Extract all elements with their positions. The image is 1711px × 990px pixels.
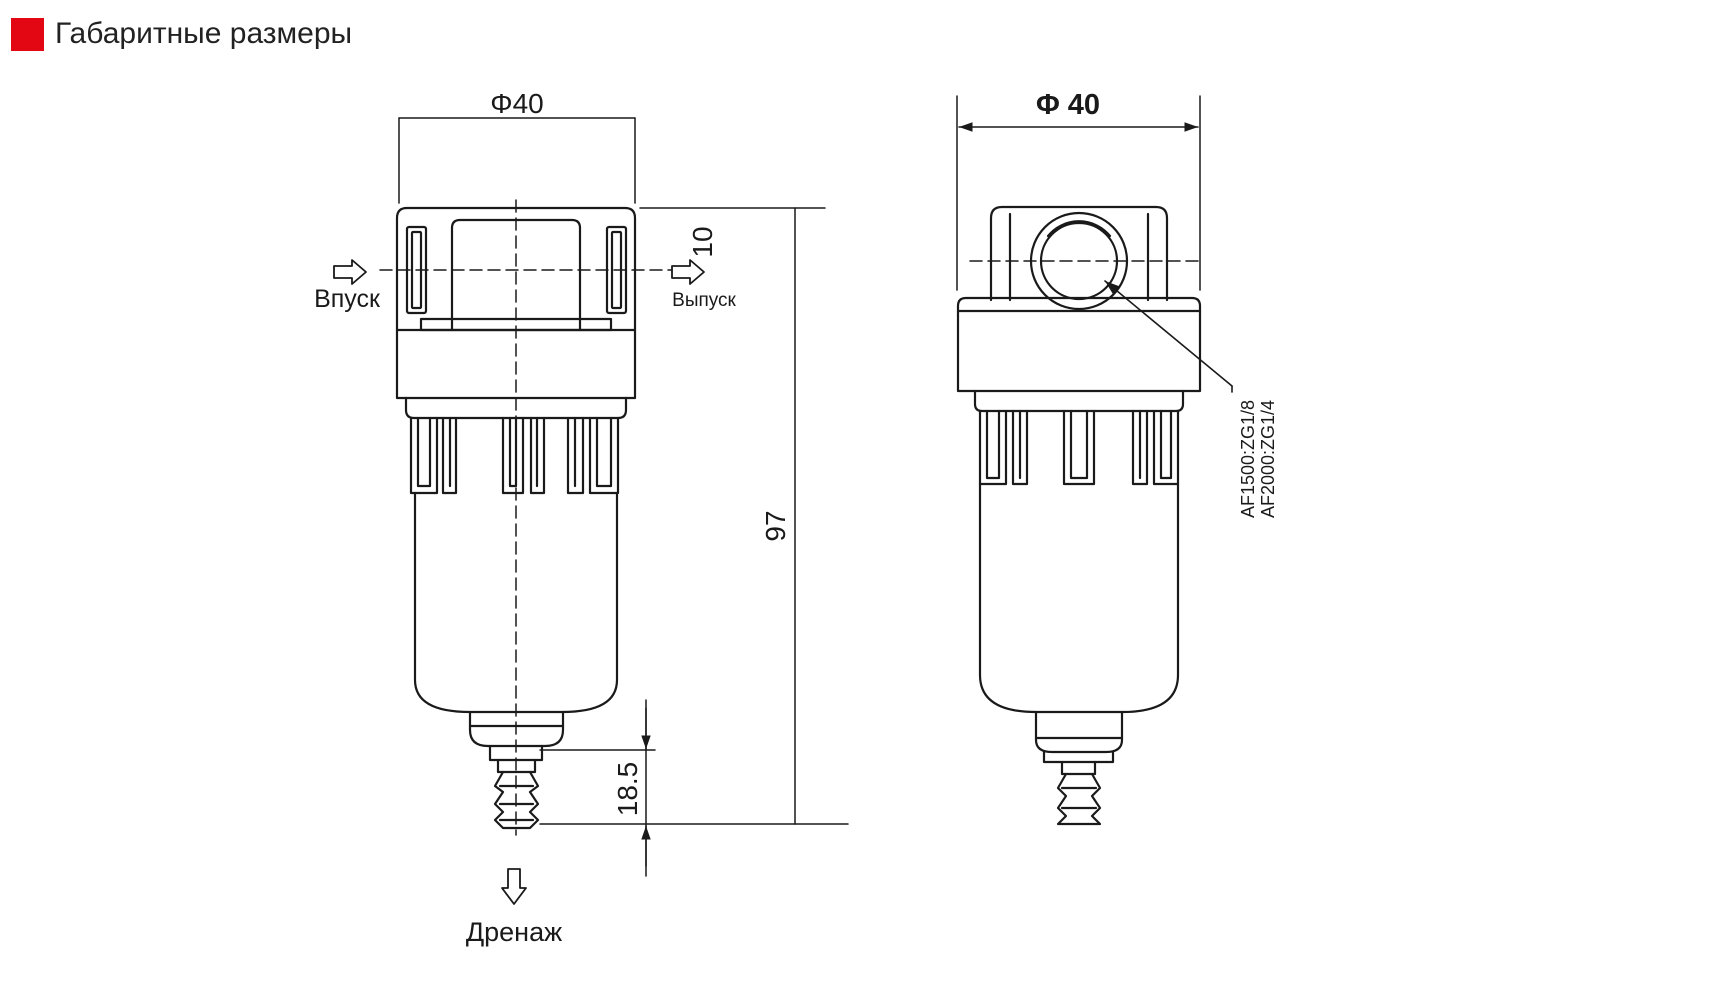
side-head [956,296,1202,393]
inlet-arrow-icon [333,259,367,285]
side-drain-neck [1034,710,1124,754]
drain-height-label: 18.5 [612,762,643,817]
drain-label: Дренаж [466,917,562,947]
section-header: Габаритные размеры [11,14,352,54]
front-view: Φ40 97 10 18.5 Впуск Выпуск Дренаж [314,88,849,947]
header-marker [11,17,44,51]
side-drain-stem [1060,760,1097,776]
side-drain-barb [1056,772,1102,826]
front-drain-barb [493,770,540,830]
front-diameter-label: Φ40 [490,88,543,119]
thread-leader-line [1104,280,1233,387]
side-bowl [978,482,1180,714]
side-bowl-fins [978,409,1180,486]
thread-label-af2000: AF2000:ZG1/4 [1258,400,1278,518]
inlet-label: Впуск [314,285,381,313]
drain-arrow-icon [501,868,527,905]
side-bowl-ring [973,389,1185,413]
side-port-boss-inner [1008,212,1150,302]
side-diameter-label: Φ 40 [1036,89,1100,121]
section-title: Габаритные размеры [55,17,353,50]
thread-label-af1500: AF1500:ZG1/8 [1238,400,1258,518]
outlet-label: Выпуск [672,290,736,311]
side-bowl-fin-slots [985,409,1173,480]
side-view: Φ 40 AF1500:ZG1/8 AF2000:ZG1/4 [956,89,1278,826]
front-drain-stem [496,758,537,774]
front-head [395,206,637,400]
front-bowl-fins [409,416,620,495]
port-offset-label: 10 [687,226,718,257]
side-drain-nut [1042,750,1115,764]
front-bowl-fin-slots [416,416,613,488]
side-port-thread [1046,220,1112,238]
outlet-arrow-icon [671,259,705,285]
height-label: 97 [760,510,791,541]
side-port-boss [989,205,1169,302]
